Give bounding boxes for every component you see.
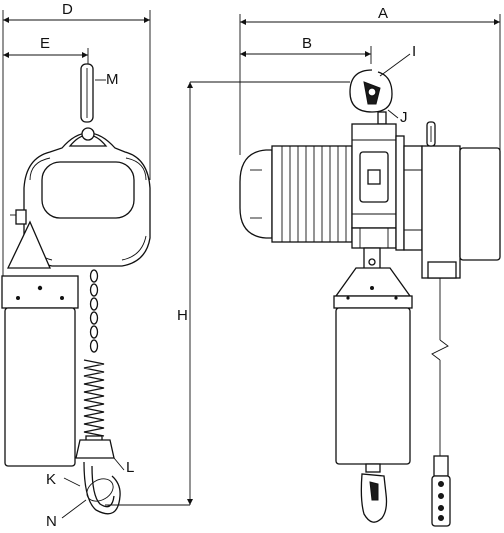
motor-housing-side bbox=[10, 127, 151, 267]
pendant-front bbox=[431, 278, 451, 527]
label-j: J bbox=[400, 109, 408, 126]
label-i: I bbox=[412, 43, 416, 60]
top-hook: M bbox=[80, 63, 119, 123]
label-n: N bbox=[46, 513, 57, 530]
dimension-a: A bbox=[239, 5, 501, 155]
label-b: B bbox=[302, 35, 312, 52]
chain-bag-front bbox=[333, 247, 413, 465]
motor-front bbox=[239, 145, 353, 243]
label-h: H bbox=[177, 307, 188, 324]
control-box-front bbox=[395, 121, 501, 279]
spring-side bbox=[83, 359, 105, 445]
label-m: M bbox=[106, 71, 119, 88]
label-a: A bbox=[378, 5, 388, 22]
label-k: K bbox=[46, 471, 56, 488]
dimension-e: E bbox=[3, 35, 89, 70]
gearbox-front bbox=[351, 123, 397, 249]
label-e: E bbox=[40, 35, 50, 52]
load-chain-side bbox=[89, 269, 99, 353]
top-hook-front: I J bbox=[349, 43, 416, 126]
side-view: D E M bbox=[1, 1, 350, 530]
chain-bag-side bbox=[1, 220, 79, 467]
dimension-b: B bbox=[240, 35, 372, 64]
dimension-h: H bbox=[105, 81, 350, 506]
bottom-hook-side: K L N bbox=[46, 439, 134, 530]
label-l: L bbox=[126, 459, 134, 476]
label-d: D bbox=[62, 1, 73, 18]
front-view: A B I J bbox=[239, 5, 501, 527]
bottom-hook-front bbox=[360, 463, 388, 523]
dimension-d: D bbox=[2, 1, 151, 300]
